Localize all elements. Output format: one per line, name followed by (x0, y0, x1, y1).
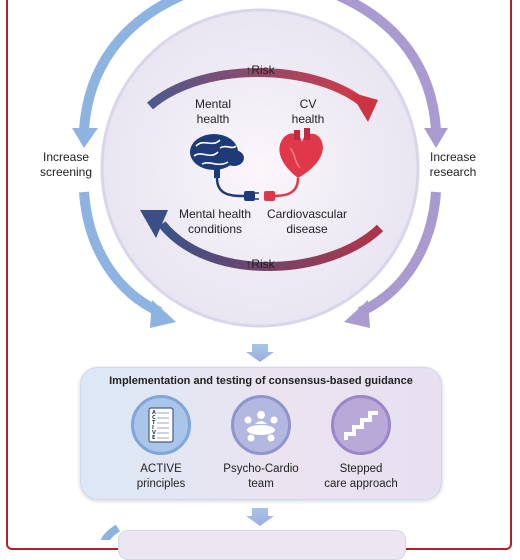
team-meeting-icon (231, 395, 291, 455)
guidance-panel: Implementation and testing of consensus-… (80, 367, 442, 500)
active-letter: C (152, 415, 156, 421)
active-letter: T (152, 420, 156, 426)
cardiovascular-disease-label: Cardiovascular disease (266, 207, 348, 236)
up-arrow-icon: ↑ (245, 63, 252, 77)
active-letter: V (152, 430, 156, 436)
pillar-stepped-care-label: Stepped care approach (324, 463, 398, 490)
mental-health-label: Mental health (194, 97, 232, 126)
inner-arc-top (147, 68, 365, 110)
increase-screening-label: Increase screening (39, 150, 93, 179)
active-letter: A (152, 410, 156, 416)
brain-icon (190, 134, 244, 178)
mental-health-conditions-label: Mental health conditions (178, 207, 252, 236)
increase-research-label: Increase research (429, 150, 477, 179)
cv-health-label: CV health (291, 97, 325, 126)
pillar-active-label: ACTIVE principles (136, 463, 186, 490)
inner-arc-top-head (350, 92, 378, 122)
up-arrow-icon: ↑ (245, 257, 252, 271)
heart-socket (264, 191, 275, 201)
outer-arc-right-top (335, 0, 441, 131)
heart-icon (279, 128, 323, 178)
pillar-active: A C T I V E ACTIVE principles (106, 395, 216, 492)
inner-arc-bottom-head (140, 210, 168, 238)
panel-title: Implementation and testing of consensus-… (109, 375, 413, 387)
brain-plug (244, 191, 255, 201)
cycle-diagram (72, 0, 448, 540)
down-arrow-below-panel (246, 508, 274, 526)
outer-arc-right-bottom (357, 191, 441, 317)
risk-bottom-label: ↑Risk (245, 257, 275, 271)
pillar-stepped-care: Stepped care approach (306, 395, 416, 492)
active-letter: I (152, 425, 154, 431)
active-letter: E (152, 435, 156, 441)
outer-arc-bottom-left (100, 524, 121, 540)
outer-arc-right-bottom-head (344, 300, 370, 328)
pillar-psycho-cardio: Psycho-Cardio team (206, 395, 316, 492)
inner-circle (100, 8, 420, 328)
outer-arc-right-top-head (424, 128, 448, 148)
outer-arc-left-bottom-head (150, 300, 176, 328)
inner-arc-bottom (158, 221, 384, 271)
down-arrow-to-panel (246, 344, 274, 362)
brain-cable (215, 177, 247, 198)
outer-arc-left-bottom (79, 191, 163, 317)
outer-arc-left-top (79, 0, 185, 131)
stairs-icon (331, 395, 391, 455)
risk-top-label: ↑Risk (245, 63, 275, 77)
next-step-box (118, 530, 406, 560)
pillar-psycho-cardio-label: Psycho-Cardio team (223, 463, 299, 490)
checklist-icon: A C T I V E (131, 395, 191, 455)
outer-arc-left-top-head (72, 128, 98, 148)
